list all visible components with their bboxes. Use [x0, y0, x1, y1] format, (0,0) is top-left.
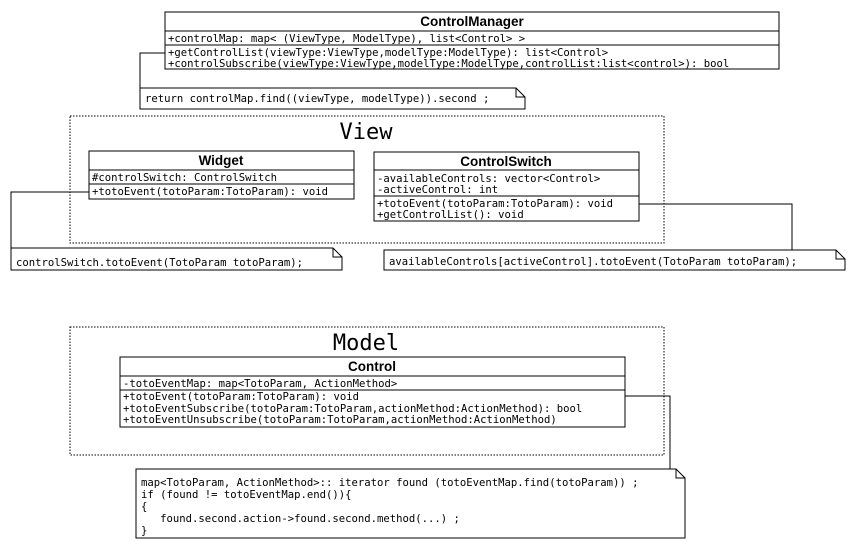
note-control: map<TotoParam, ActionMethod>:: iterator … — [135, 468, 686, 539]
note-connector — [625, 395, 671, 469]
class-name: ControlManager — [420, 14, 524, 29]
class-attribute: -activeControl: int — [377, 184, 498, 196]
note-control-manager: return controlMap.find((viewType, modelT… — [139, 87, 526, 110]
class-control-manager[interactable]: ControlManager +controlMap: map< (ViewTy… — [164, 11, 780, 70]
note-line: controlSwitch.totoEvent(TotoParam totoPa… — [16, 257, 303, 269]
note-line: found.second.action->found.second.method… — [141, 513, 460, 525]
package-title: View — [340, 120, 394, 145]
note-connector — [639, 203, 793, 250]
class-name: ControlSwitch — [460, 154, 552, 169]
class-operation: +totoEvent(totoParam:TotoParam): void — [377, 198, 613, 210]
class-operation: +totoEvent(totoParam:TotoParam): void — [123, 391, 359, 403]
package-title: Model — [333, 331, 399, 356]
note-line: map<TotoParam, ActionMethod>:: iterator … — [141, 477, 638, 489]
class-control-switch[interactable]: ControlSwitch -availableControls: vector… — [373, 151, 640, 222]
class-attribute: +controlMap: map< (ViewType, ModelType),… — [168, 33, 525, 45]
class-control[interactable]: Control -totoEventMap: map<TotoParam, Ac… — [119, 356, 626, 428]
class-name: Widget — [199, 153, 244, 168]
class-operation: +controlSubscribe(viewType:ViewType,mode… — [168, 58, 729, 70]
class-name: Control — [348, 359, 396, 374]
class-operation: +totoEventUnsubscribe(totoParam:TotoPara… — [123, 414, 557, 426]
class-attribute: -totoEventMap: map<TotoParam, ActionMeth… — [123, 378, 397, 390]
note-line: } — [141, 525, 147, 537]
class-operation: +getControlList(): void — [377, 209, 524, 221]
note-control-switch: availableControls[activeControl].totoEve… — [383, 249, 846, 271]
class-widget[interactable]: Widget #controlSwitch: ControlSwitch +to… — [88, 150, 355, 200]
note-line: { — [141, 501, 147, 513]
class-operation: +totoEvent(totoParam:TotoParam): void — [92, 186, 328, 198]
class-operation: +getControlList(viewType:ViewType,modelT… — [168, 47, 608, 59]
note-connector — [10, 191, 89, 248]
class-attribute: -availableControls: vector<Control> — [377, 173, 600, 185]
note-line: availableControls[activeControl].totoEve… — [389, 256, 797, 268]
note-line: if (found != totoEventMap.end()){ — [141, 489, 351, 501]
class-operation: +totoEventSubscribe(totoParam:TotoParam,… — [123, 403, 582, 415]
note-connector — [139, 52, 165, 88]
package-view: View — [69, 115, 665, 244]
note-widget: controlSwitch.totoEvent(TotoParam totoPa… — [10, 247, 343, 271]
class-attribute: #controlSwitch: ControlSwitch — [92, 172, 277, 184]
note-line: return controlMap.find((viewType, modelT… — [145, 93, 489, 105]
package-model: Model — [69, 326, 665, 456]
